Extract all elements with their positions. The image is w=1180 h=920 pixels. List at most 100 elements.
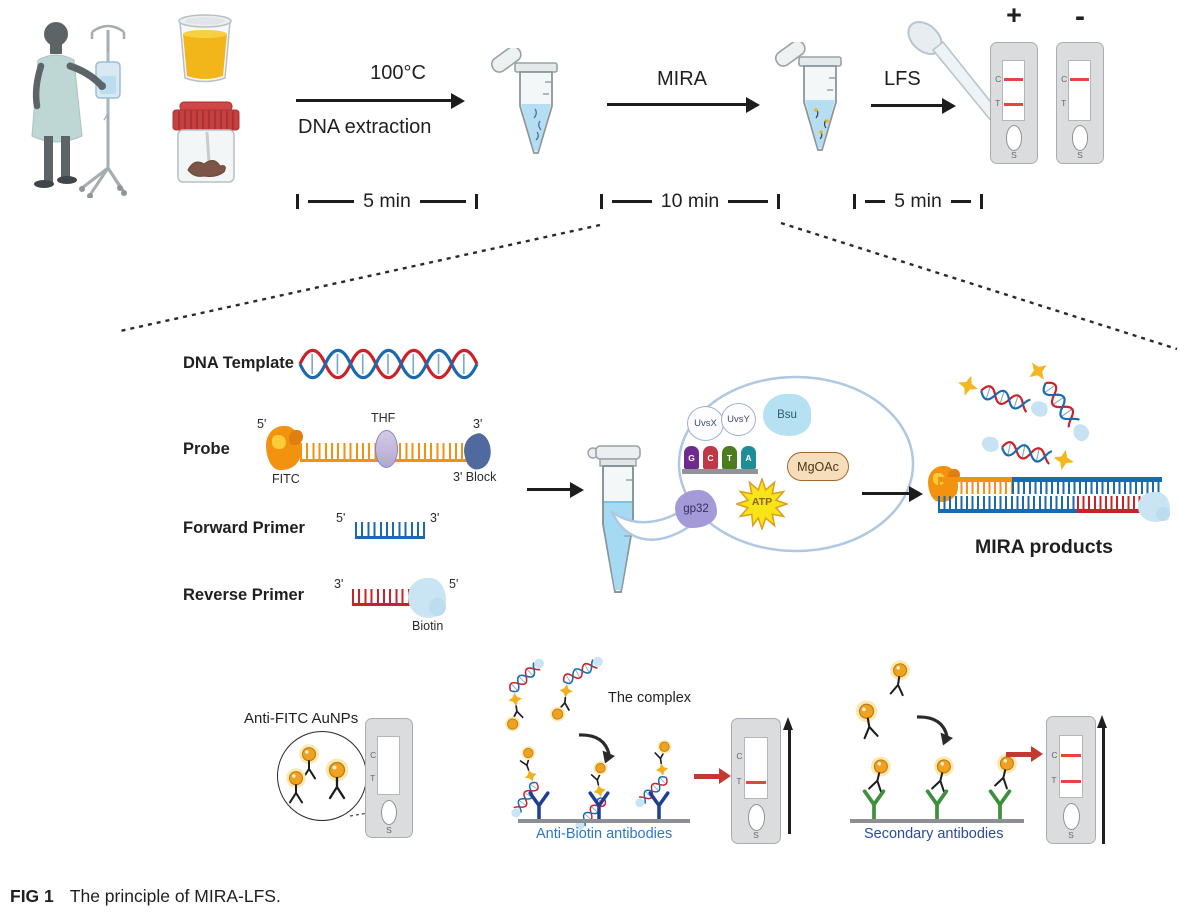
time-label: 10 min <box>660 190 720 212</box>
caption-text: The principle of MIRA-LFS. <box>69 886 281 906</box>
nucleotides-icon: G C T A <box>682 446 758 474</box>
control-letter: C <box>1061 74 1068 85</box>
secondary-antibody-icon <box>860 788 888 821</box>
mix-arrow <box>527 481 584 498</box>
secondary-antibodies-label: Secondary antibodies <box>864 826 1004 842</box>
secondary-antibody-icon <box>923 788 951 821</box>
forward-five-prime-label: 5' <box>336 511 346 525</box>
test-letter: T <box>1051 774 1057 785</box>
dna-template-label: DNA Template <box>183 354 294 372</box>
step2-label: MIRA <box>657 68 707 90</box>
atp-icon <box>736 478 788 530</box>
fitc-icon <box>266 426 304 470</box>
reverse-primer-strand <box>352 589 422 606</box>
nucleotide-c: C <box>701 446 720 474</box>
test-line <box>1060 779 1081 783</box>
sample-letter: S <box>386 824 392 835</box>
uvsy-enzyme: UvsY <box>721 403 756 436</box>
thf-icon <box>375 430 398 468</box>
strip-window <box>1068 60 1092 121</box>
atp-label: ATP <box>751 496 773 508</box>
block-label: 3' Block <box>453 470 497 484</box>
forward-primer-label: Forward Primer <box>183 519 305 537</box>
control-line <box>1060 753 1081 757</box>
reverse-primer-label: Reverse Primer <box>183 586 305 604</box>
reverse-three-prime-label: 3' <box>334 577 344 591</box>
control-letter: C <box>1051 749 1058 760</box>
nucleotide-a: A <box>739 446 758 474</box>
anti-biotin-antibody-icon <box>586 790 612 821</box>
uvsx-enzyme: UvsX <box>687 406 724 441</box>
tube-icon-extracted <box>490 48 558 154</box>
strip-window <box>1058 735 1083 799</box>
biotin-dot-icon <box>980 435 1001 454</box>
sample-letter: S <box>1077 150 1083 161</box>
anti-biotin-antibody-icon <box>646 790 672 821</box>
sample-well <box>1006 125 1023 152</box>
test-letter: T <box>736 776 742 787</box>
step1-arrow <box>296 92 465 109</box>
mira-products-label: MIRA products <box>975 536 1113 558</box>
result-arrow <box>694 768 731 784</box>
caption-tag: FIG 1 <box>10 886 54 906</box>
time-label: 5 min <box>363 190 411 212</box>
control-letter: C <box>736 751 743 762</box>
test-letter: T <box>995 98 1001 109</box>
bsu-polymerase: Bsu <box>763 394 811 436</box>
products-arrow <box>862 485 923 502</box>
lfs-strip-control-test: C T S <box>1046 716 1096 844</box>
anti-biotin-antibody-icon <box>526 790 552 821</box>
strip-window <box>743 736 768 800</box>
curved-arrow-icon <box>578 733 615 764</box>
control-line <box>1004 78 1024 82</box>
result-arrow <box>1006 746 1043 762</box>
step2-arrow <box>607 96 760 113</box>
dna-helix-icon <box>298 348 479 380</box>
time-bracket-3: 5 min <box>853 190 983 213</box>
membrane-baseline <box>850 819 1024 823</box>
thf-label: THF <box>371 411 396 425</box>
anti-biotin-antibodies-label: Anti-Biotin antibodies <box>536 826 673 842</box>
result-positive-label: + <box>1006 0 1022 30</box>
secondary-antibody-icon <box>986 788 1014 821</box>
nucleotide-t: T <box>720 446 739 474</box>
mgoac-label: MgOAc <box>797 459 839 474</box>
sample-well <box>1072 125 1089 152</box>
gp32-protein: gp32 <box>675 490 717 528</box>
sample-well <box>1062 803 1080 831</box>
sample-letter: S <box>1068 829 1074 840</box>
nucleotide-g: G <box>682 446 701 474</box>
test-line <box>1004 102 1024 106</box>
step3-arrow <box>871 97 956 114</box>
test-letter: T <box>1061 98 1067 109</box>
probe-label: Probe <box>183 440 230 458</box>
biotin-icon <box>1138 492 1170 522</box>
stool-container-icon <box>172 101 240 183</box>
step1-temperature-label: 100°C <box>370 62 426 84</box>
flow-direction-arrow <box>783 717 793 834</box>
probe-three-prime-label: 3' <box>473 417 483 431</box>
membrane-baseline <box>518 819 690 823</box>
sample-well <box>747 803 765 831</box>
control-line <box>1070 78 1090 82</box>
strip-window <box>1002 60 1026 121</box>
fitc-star-icon <box>1051 447 1076 472</box>
step1-label: DNA extraction <box>298 116 432 138</box>
sample-well <box>381 799 398 826</box>
time-label: 5 min <box>894 190 942 212</box>
test-line <box>745 780 766 784</box>
fitc-label: FITC <box>272 472 300 486</box>
mira-product-duplex <box>938 477 1162 513</box>
control-letter: C <box>995 74 1002 85</box>
sample-letter: S <box>1011 150 1017 161</box>
the-complex-label: The complex <box>608 690 692 706</box>
result-negative-label: - <box>1075 0 1085 33</box>
uvsx-label: UvsX <box>694 418 717 429</box>
reverse-five-prime-label: 5' <box>449 577 459 591</box>
lfs-strip-test-line: C T S <box>731 718 781 844</box>
test-letter: T <box>370 773 376 784</box>
flow-direction-arrow <box>1097 715 1107 844</box>
biotin-icon <box>408 578 446 618</box>
probe-five-prime-label: 5' <box>257 417 267 431</box>
